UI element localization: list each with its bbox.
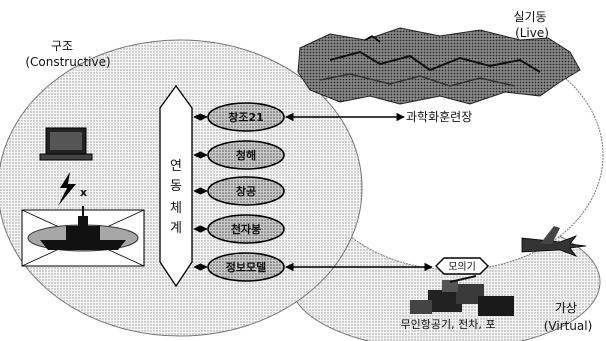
- node-jeongbomodel: 정보모델: [208, 253, 284, 281]
- hub-char-3: 체: [170, 201, 182, 216]
- simulator-label: 모의기: [448, 261, 476, 273]
- node-label: 청해: [236, 148, 256, 162]
- node-changgong: 창공: [208, 177, 284, 205]
- hub-char-1: 연: [170, 159, 182, 174]
- virtual-subtitle: (Virtual): [544, 319, 593, 333]
- computer-icon: [40, 128, 92, 160]
- constructive-title: 구조: [51, 39, 73, 53]
- live-title: 실기동: [513, 10, 546, 24]
- node-changjo21: 창조21: [208, 103, 284, 131]
- hub-char-4: 계: [170, 221, 182, 236]
- live-target-label: 과학화훈련장: [406, 110, 472, 124]
- virtual-caption: 무인항공기, 전차, 포: [401, 318, 496, 331]
- live-subtitle: (Live): [515, 26, 549, 40]
- node-label: 정보모델: [226, 260, 266, 274]
- hub-char-2: 동: [170, 179, 182, 194]
- link-mark: x: [80, 186, 87, 199]
- node-label: 천자봉: [231, 222, 261, 236]
- node-cheonghae: 청해: [208, 141, 284, 169]
- virtual-title: 가상: [555, 301, 577, 315]
- warship-icon: [22, 206, 144, 266]
- node-cheonjabong: 천자봉: [208, 215, 284, 243]
- constructive-subtitle: (Constructive): [25, 55, 110, 69]
- simulator-box: 모의기: [436, 258, 488, 274]
- node-label: 창공: [236, 184, 256, 198]
- node-label: 창조21: [228, 110, 264, 124]
